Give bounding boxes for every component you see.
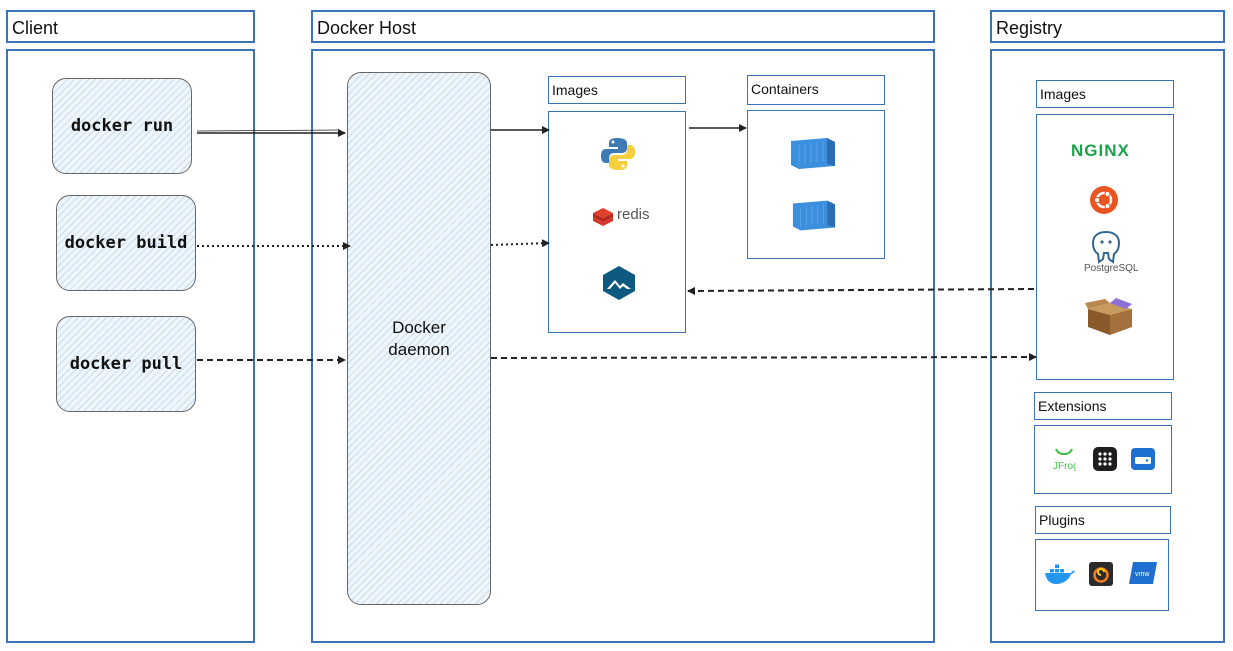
client-header: Client: [6, 10, 255, 43]
box-icon: [1085, 298, 1132, 335]
docker-build-command[interactable]: docker build: [56, 195, 196, 291]
docker-run-command[interactable]: docker run: [52, 78, 192, 174]
postgresql-label: PostgreSQL: [1084, 263, 1139, 274]
vmware-icon: vmw: [1129, 562, 1157, 584]
docker-pull-command[interactable]: docker pull: [56, 316, 196, 412]
extensions-title: Extensions: [1038, 398, 1107, 414]
registry-title: Registry: [996, 18, 1063, 38]
alpine-icon: [603, 266, 635, 300]
docker-daemon[interactable]: Docker daemon: [347, 72, 491, 605]
containers-panel: [747, 110, 885, 259]
ubuntu-icon: [1090, 186, 1118, 214]
jfrog-icon: JFrog: [1053, 448, 1076, 472]
drive-icon: [1131, 448, 1155, 470]
containers-header: Containers: [747, 75, 885, 105]
container-icon-2: [792, 200, 836, 231]
plugins-header: Plugins: [1035, 506, 1171, 534]
nginx-icon: NGINX: [1071, 141, 1130, 160]
vmw-label: vmw: [1135, 571, 1150, 578]
containers-title: Containers: [751, 81, 819, 97]
docker-host-title: Docker Host: [317, 18, 417, 38]
arrow-daemon-build-images: [490, 239, 550, 248]
redis-icon: [593, 208, 613, 226]
python-icon: [601, 138, 635, 170]
registry-images-title: Images: [1040, 86, 1086, 102]
client-title: Client: [12, 18, 59, 38]
registry-header: Registry: [990, 10, 1225, 43]
docker-whale-icon: [1045, 564, 1075, 584]
plugins-title: Plugins: [1039, 512, 1085, 528]
grid-app-icon: [1093, 447, 1117, 471]
docker-run-label: docker run: [70, 116, 174, 136]
docker-host-header: Docker Host: [311, 10, 935, 43]
extensions-header: Extensions: [1034, 392, 1172, 420]
arrow-daemon-to-registry: [490, 353, 1037, 362]
docker-build-label: docker build: [64, 233, 188, 253]
host-images-header: Images: [548, 76, 686, 104]
arrow-registry-to-images: [687, 286, 1035, 295]
container-icon: [791, 138, 835, 169]
postgresql-icon: [1091, 230, 1121, 264]
host-images-title: Images: [552, 82, 598, 98]
daemon-label-line1: Docker: [392, 317, 446, 337]
jfrog-label: JFrog: [1053, 461, 1076, 472]
docker-pull-label: docker pull: [69, 354, 183, 374]
daemon-label-line2: daemon: [388, 339, 450, 359]
grafana-icon: [1089, 562, 1113, 586]
registry-images-header: Images: [1036, 80, 1174, 108]
redis-label: redis: [617, 206, 650, 223]
